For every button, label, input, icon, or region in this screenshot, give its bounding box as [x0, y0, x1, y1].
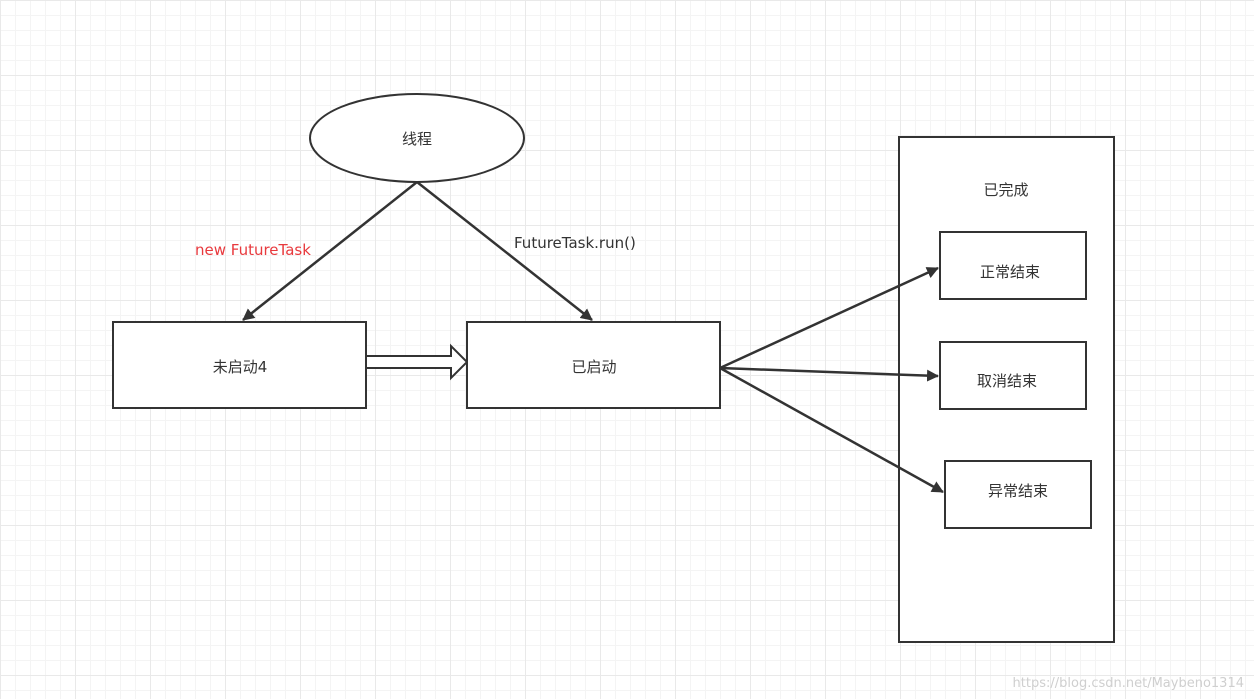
edge-started-to-abnormal-end: [719, 366, 944, 494]
started-label: 已启动: [571, 358, 616, 376]
edge-not-started-to-started: [367, 343, 469, 381]
normal-end-label: 正常结束: [980, 263, 1040, 281]
thread-label: 线程: [402, 130, 432, 148]
completed-label: 已完成: [983, 181, 1028, 199]
not-started-node[interactable]: [112, 321, 367, 409]
edge-thread-to-not-started: [242, 181, 418, 321]
edge-started-to-normal-end: [719, 266, 939, 370]
abnormal-end-node[interactable]: [944, 460, 1092, 529]
cancel-end-label: 取消结束: [977, 372, 1037, 390]
normal-end-node[interactable]: [939, 231, 1087, 300]
edge-thread-to-started: [416, 181, 593, 321]
started-node[interactable]: [466, 321, 721, 409]
edge-label-new-futuretask: new FutureTask: [195, 241, 311, 259]
cancel-end-node[interactable]: [939, 341, 1087, 410]
edge-started-to-cancel-end: [719, 366, 939, 382]
abnormal-end-label: 异常结束: [988, 482, 1048, 500]
edge-label-futuretask-run: FutureTask.run(): [514, 234, 636, 252]
watermark: https://blog.csdn.net/Maybeno1314: [1013, 676, 1244, 691]
not-started-label: 未启动4: [213, 358, 268, 376]
